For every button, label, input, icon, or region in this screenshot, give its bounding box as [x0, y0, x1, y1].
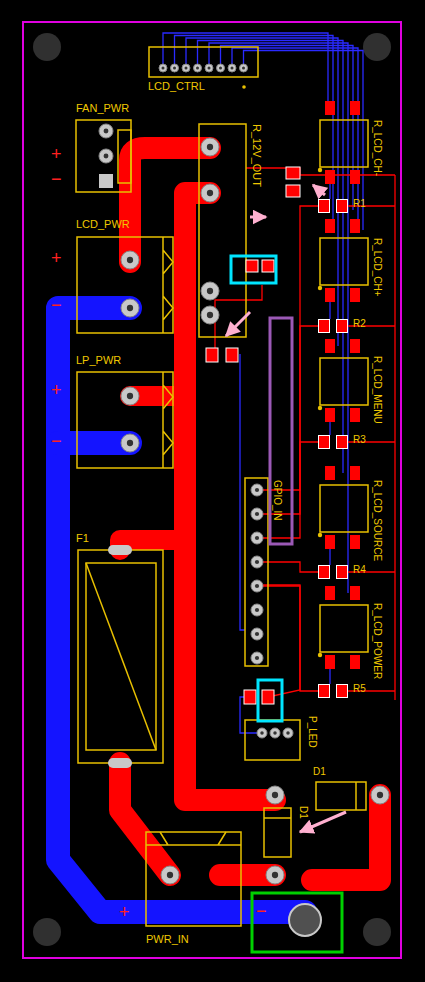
- silk-label: R5: [353, 684, 366, 694]
- polarity-mark: −: [51, 296, 62, 314]
- pin1-dot: [242, 85, 246, 89]
- mounting-holes: [33, 33, 391, 946]
- silk-label: R_LCD_CH+: [372, 238, 382, 297]
- header-outline: [149, 47, 258, 77]
- silk-label: R_12V_OUT: [251, 124, 262, 187]
- silk-label: R_LCD_MENU: [372, 356, 382, 424]
- silk-label: GPIO_IN: [272, 480, 282, 521]
- silk-label: LCD_CTRL: [148, 81, 205, 92]
- polarity-mark: +: [51, 145, 62, 163]
- silk-label: R_LCD_SOURCE: [372, 480, 382, 561]
- silk-label: R4: [353, 565, 366, 575]
- polarity-mark: −: [51, 432, 62, 450]
- annotation-arrows: [226, 185, 346, 832]
- fuse-pads: [108, 545, 132, 768]
- power-traces: [120, 148, 380, 880]
- silk-label: LCD_PWR: [76, 219, 130, 230]
- polarity-mark: +: [119, 903, 130, 921]
- polarity-mark: +: [51, 249, 62, 267]
- pads: [99, 64, 389, 884]
- connector-outline: [76, 120, 366, 926]
- polarity-mark: +: [51, 381, 62, 399]
- silk-label: R2: [353, 319, 366, 329]
- silk-label: P_LED: [307, 716, 317, 748]
- annotation-boxes: [231, 256, 342, 952]
- silk-label: D1: [313, 767, 326, 777]
- smd-parts: [206, 101, 368, 704]
- silk-label: FAN_PWR: [76, 103, 129, 114]
- silk-label: R1: [353, 199, 366, 209]
- jack-hole: [289, 904, 321, 936]
- silk-label: R3: [353, 435, 366, 445]
- silk-label: D1: [298, 806, 308, 819]
- silk-label: R_LCD_CH-: [372, 120, 382, 176]
- silk-label: PWR_IN: [146, 934, 189, 945]
- polarity-mark: −: [51, 170, 62, 188]
- silk-label: F1: [76, 533, 89, 544]
- silk-label: LP_PWR: [76, 355, 121, 366]
- polarity-mark: −: [256, 902, 267, 920]
- board-outline: [23, 22, 401, 958]
- silk-label: R_LCD_POWER: [372, 603, 382, 679]
